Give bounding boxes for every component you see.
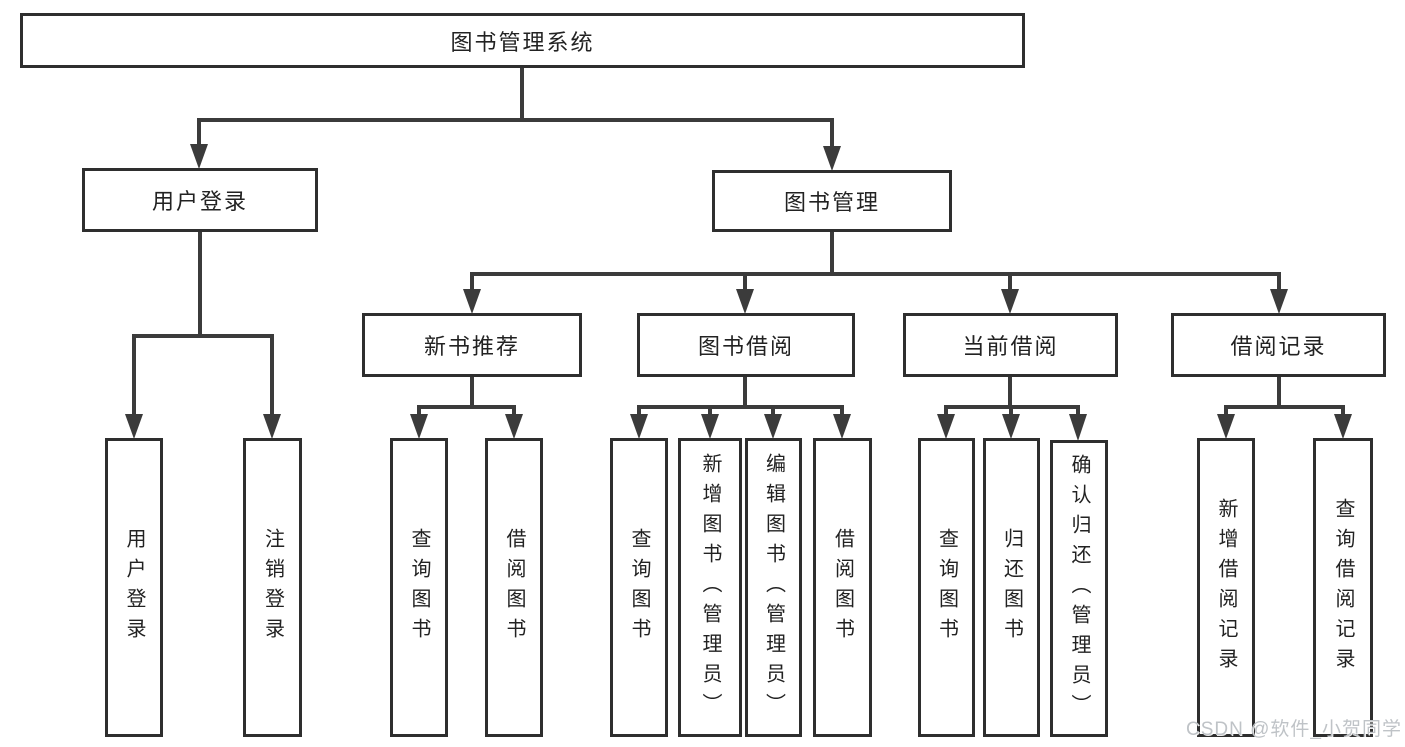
node-current-borrowing: 当前借阅 [903,313,1118,377]
node-new-book-recommend: 新书推荐 [362,313,582,377]
node-user-login: 用户登录 [82,168,318,232]
leaf-edit-books-admin: 编辑图书（管理员） [745,438,802,737]
leaf-borrow-books-2: 借阅图书 [813,438,872,737]
connector-g2 [417,375,516,409]
arrowhead [1217,414,1235,439]
arrowhead [736,289,754,314]
leaf-confirm-return-admin: 确认归还（管理员） [1050,440,1108,737]
arrowhead [190,144,208,169]
node-label: 新书推荐 [423,334,520,359]
leaf-query-books-3: 查询图书 [918,438,975,737]
leaf-logout: 注销登录 [243,438,302,737]
csdn-watermark: CSDN @软件_小贺同学 [1186,719,1402,740]
arrowhead [1069,414,1087,441]
node-label: 用户登录 [151,189,248,214]
leaf-borrow-books-1: 借阅图书 [485,438,543,737]
arrowhead [463,289,481,314]
node-book-management: 图书管理 [712,170,952,232]
node-book-borrowing: 图书借阅 [637,313,855,377]
arrowhead [833,414,851,439]
leaf-label: 新增借阅记录 [1215,497,1237,678]
leaf-label: 用户登录 [123,527,145,648]
leaf-label: 查询图书 [935,527,958,648]
leaf-label: 编辑图书（管理员） [762,452,785,723]
node-label: 借阅记录 [1230,334,1327,359]
arrowhead [1270,289,1288,314]
leaf-query-books-1: 查询图书 [390,438,448,737]
leaf-label: 查询借阅记录 [1332,497,1354,678]
connector-g5 [1224,375,1345,409]
leaf-label: 查询图书 [628,527,650,648]
node-system-root: 图书管理系统 [20,13,1025,68]
arrowhead [410,414,428,439]
leaf-label: 查询图书 [408,527,430,648]
leaf-query-books-2: 查询图书 [610,438,668,737]
arrowhead [1002,414,1020,439]
connector-l3 [470,230,1281,276]
leaf-add-books-admin: 新增图书（管理员） [678,438,742,737]
leaf-label: 借阅图书 [831,527,854,648]
node-label: 当前借阅 [962,334,1059,359]
leaf-label: 归还图书 [1000,527,1023,648]
leaf-return-books: 归还图书 [983,438,1040,737]
arrowhead [937,414,955,439]
leaf-label: 新增图书（管理员） [699,452,721,723]
leaf-label: 注销登录 [261,527,284,648]
node-label: 图书管理 [783,190,880,215]
node-label: 图书借阅 [697,334,794,359]
arrowhead [263,414,281,439]
arrowhead [823,146,841,171]
arrowhead [764,414,782,439]
arrowhead [125,414,143,439]
leaf-query-borrow-record: 查询借阅记录 [1313,438,1373,737]
leaf-user-login: 用户登录 [105,438,163,737]
arrow-shafts [132,120,1345,420]
connector-g1 [132,230,274,338]
leaf-add-borrow-record: 新增借阅记录 [1197,438,1255,737]
node-label: 图书管理系统 [450,29,595,55]
arrowhead [701,414,719,439]
leaf-label: 确认归还（管理员） [1068,453,1090,724]
arrowhead [630,414,648,439]
arrowhead [1001,289,1019,314]
arrowhead [505,414,523,439]
connector-g4 [944,375,1080,409]
node-borrow-records: 借阅记录 [1171,313,1386,377]
arrowhead [1334,414,1352,439]
connector-g3 [637,375,844,409]
leaf-label: 借阅图书 [503,527,525,648]
